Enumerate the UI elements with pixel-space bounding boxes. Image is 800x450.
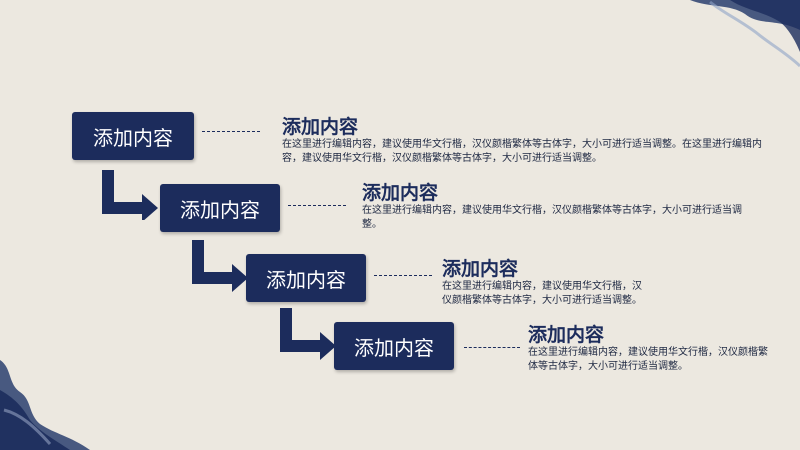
step-box-2: 添加内容 — [160, 184, 280, 232]
ink-wash-bottom-left — [0, 360, 90, 450]
step-description-2: 添加内容 在这里进行编辑内容，建议使用华文行楷，汉仪颜楷繁体等古体字，大小可进行… — [362, 182, 742, 232]
step-body: 在这里进行编辑内容，建议使用华文行楷，汉仪颜楷繁体等古体字，大小可进行适当调整。… — [282, 139, 762, 164]
step-box-3: 添加内容 — [246, 254, 366, 302]
step-description-3: 添加内容 在这里进行编辑内容，建议使用华文行楷，汉仪颜楷繁体等古体字，大小可进行… — [442, 258, 642, 308]
step-box-label: 添加内容 — [266, 267, 346, 292]
step-body: 在这里进行编辑内容，建议使用华文行楷，汉仪颜楷繁体等古体字，大小可进行适当调整。 — [362, 205, 742, 230]
step-title: 添加内容 — [282, 116, 359, 138]
step-title: 添加内容 — [442, 258, 519, 280]
ink-wash-top-right — [690, 0, 800, 68]
step-title: 添加内容 — [362, 182, 439, 204]
step-box-label: 添加内容 — [93, 125, 173, 150]
elbow-arrow-2 — [192, 240, 248, 292]
step-box-1: 添加内容 — [72, 112, 194, 160]
step-description-4: 添加内容 在这里进行编辑内容，建议使用华文行楷，汉仪颜楷繁体等古体字，大小可进行… — [528, 324, 768, 374]
elbow-arrow-1 — [102, 170, 158, 220]
step-box-4: 添加内容 — [334, 322, 454, 370]
dashed-connector-4 — [464, 347, 520, 348]
dashed-connector-3 — [374, 275, 432, 276]
elbow-arrow-3 — [280, 308, 336, 360]
step-box-label: 添加内容 — [180, 197, 260, 222]
step-title: 添加内容 — [528, 324, 605, 346]
dashed-connector-1 — [202, 131, 260, 132]
step-box-label: 添加内容 — [354, 335, 434, 360]
step-body: 在这里进行编辑内容，建议使用华文行楷，汉仪颜楷繁体等古体字，大小可进行适当调整。 — [528, 347, 768, 372]
step-body: 在这里进行编辑内容，建议使用华文行楷，汉仪颜楷繁体等古体字，大小可进行适当调整。 — [442, 281, 642, 306]
step-description-1: 添加内容 在这里进行编辑内容，建议使用华文行楷，汉仪颜楷繁体等古体字，大小可进行… — [282, 116, 762, 166]
dashed-connector-2 — [288, 205, 346, 206]
